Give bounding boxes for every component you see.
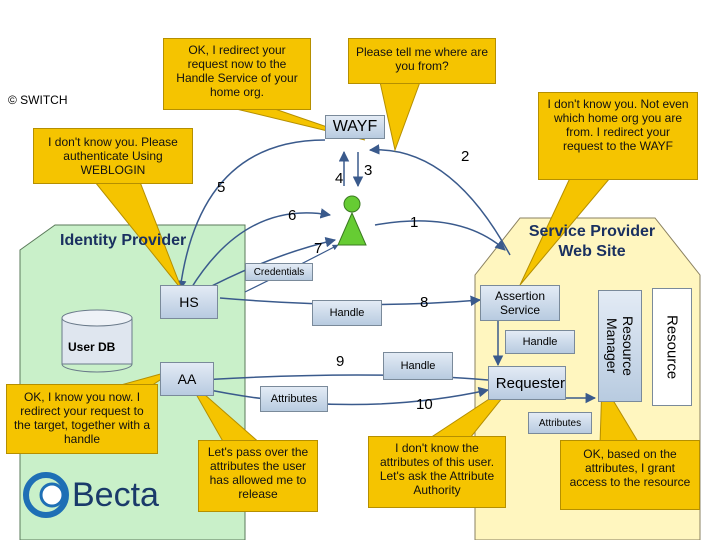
service-provider-label: Service Provider Web Site — [528, 223, 656, 260]
copyright-text: © SWITCH — [8, 93, 68, 107]
wayf-box: WAYF — [325, 115, 385, 139]
arrow-step-1 — [374, 220, 506, 251]
attributes-box-aa: Attributes — [260, 386, 328, 412]
identity-provider-label: Identity Provider — [60, 232, 187, 249]
callout-dont-know-redirect: I don't know you. Not even which home or… — [538, 92, 698, 180]
aa-box: AA — [160, 362, 214, 396]
credentials-box: Credentials — [245, 263, 313, 281]
step-7-label: 7 — [314, 240, 323, 257]
handle-box-sp: Handle — [505, 330, 575, 354]
assertion-service-box: Assertion Service — [480, 285, 560, 321]
arrow-step-10 — [199, 386, 490, 406]
step-6-label: 6 — [288, 207, 297, 224]
step-4-label: 4 — [335, 170, 344, 187]
callout-pointer-where-from — [379, 81, 421, 152]
handle-box-step-8: Handle — [312, 300, 382, 326]
attributes-box-sp: Attributes — [528, 412, 592, 434]
arrow-step-6 — [189, 208, 332, 291]
step-8-label: 8 — [420, 294, 429, 311]
step-1-label: 1 — [410, 214, 419, 231]
resource-box: Resource — [652, 288, 692, 406]
step-3-label: 3 — [364, 162, 373, 179]
step-10-label: 10 — [416, 396, 433, 413]
user-figure — [337, 195, 367, 246]
callout-redirect-home: OK, I redirect your request now to the H… — [163, 38, 311, 110]
callout-dont-know-attrs: I don't know the attributes of this user… — [368, 436, 506, 508]
handle-box-step-9: Handle — [383, 352, 453, 380]
step-5-label: 5 — [217, 179, 226, 196]
arrow-step-9 — [198, 374, 489, 385]
callout-authenticate: I don't know you. Please authenticate Us… — [33, 128, 193, 184]
arrow-step-2 — [368, 144, 511, 256]
resource-manager-box: Resource Manager — [598, 290, 642, 402]
becta-logo-mark — [23, 472, 69, 518]
requester-box: Requester — [488, 366, 566, 400]
callout-know-you-now: OK, I know you now. I redirect your requ… — [6, 384, 158, 454]
callout-ok-grant: OK, based on the attributes, I grant acc… — [560, 440, 700, 510]
hs-box: HS — [160, 285, 218, 319]
user-db-cylinder — [61, 309, 133, 373]
step-2-label: 2 — [461, 148, 470, 165]
arrow-step-5 — [176, 139, 326, 292]
step-9-label: 9 — [336, 353, 345, 370]
arrow-step-7 — [199, 237, 337, 293]
becta-logo-text: Becta — [72, 476, 159, 514]
callout-where-from: Please tell me where are you from? — [348, 38, 496, 84]
callout-pass-over: Let's pass over the attributes the user … — [198, 440, 318, 512]
user-db-label: User DB — [68, 340, 116, 354]
